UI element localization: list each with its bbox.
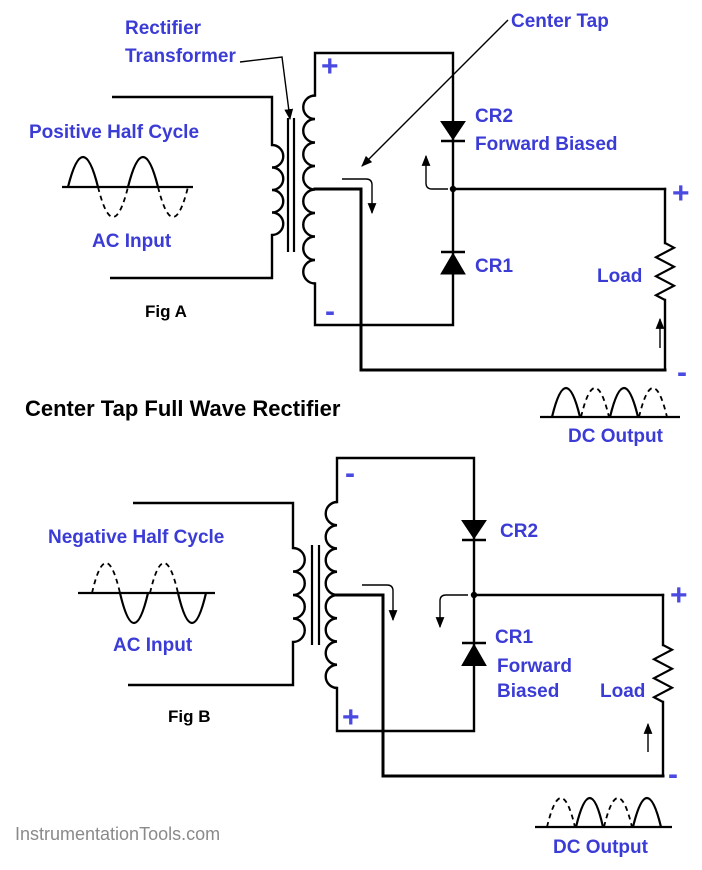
fig-b-diode-cr1 xyxy=(461,643,487,666)
fig-a-transformer-core xyxy=(286,118,296,252)
fig-a-secondary-top-polarity: + xyxy=(321,50,339,83)
fig-a-circuit: Rectifier Transformer Center Tap Positiv… xyxy=(29,11,690,447)
fig-b-circuit: Negative Half Cycle AC Input Fig B CR2 C… xyxy=(48,456,688,858)
fig-a-center-tap-label: Center Tap xyxy=(511,11,609,32)
fig-a-primary-winding xyxy=(110,95,285,280)
fig-b-current-arrow-center-tap xyxy=(362,584,398,622)
fig-b-cr2-label: CR2 xyxy=(500,521,538,542)
page-title: Center Tap Full Wave Rectifier xyxy=(25,396,341,421)
fig-a-load-label: Load xyxy=(597,266,642,287)
fig-a-junction-dot xyxy=(449,185,457,193)
fig-a-cr1-label: CR1 xyxy=(475,256,513,277)
fig-a-ac-input-label: AC Input xyxy=(92,231,172,252)
fig-b-output-top-polarity: + xyxy=(670,579,688,612)
fig-a-diode-cr2 xyxy=(440,121,466,141)
fig-a-caption: Fig A xyxy=(145,302,187,321)
fig-a-transformer-label-line2: Transformer xyxy=(125,46,236,67)
fig-b-secondary-top-polarity: - xyxy=(345,457,355,490)
fig-b-diode-cr2 xyxy=(461,520,487,540)
fig-b-cr1-state-line2: Biased xyxy=(497,681,559,702)
fig-b-ac-wave-dashed xyxy=(91,562,179,594)
fig-b-ac-input-label: AC Input xyxy=(113,635,193,656)
fig-b-current-arrow-junction xyxy=(435,594,468,629)
fig-b-ac-wave-solid xyxy=(118,592,208,625)
fig-a-center-tap-pointer-arrow xyxy=(361,19,509,167)
fig-b-transformer-core xyxy=(310,545,321,645)
fig-a-cr2-state-label: Forward Biased xyxy=(475,134,618,155)
fig-a-center-tap-wire xyxy=(313,187,667,372)
fig-a-half-cycle-label: Positive Half Cycle xyxy=(29,122,199,143)
fig-b-caption: Fig B xyxy=(168,707,211,726)
fig-a-output-bottom-polarity: - xyxy=(677,356,687,389)
fig-a-current-arrow-up xyxy=(421,154,448,190)
fig-b-secondary-bottom-polarity: + xyxy=(342,701,360,734)
fig-b-cr1-state-line1: Forward xyxy=(497,656,572,677)
fig-a-ac-wave-solid xyxy=(66,155,160,188)
fig-b-center-tap-wire xyxy=(335,593,665,778)
fig-a-cr2-label: CR2 xyxy=(475,106,513,127)
fig-b-cr1-label: CR1 xyxy=(495,627,533,648)
fig-a-ac-wave-dashed xyxy=(97,186,189,218)
fig-b-output-bottom-polarity: - xyxy=(668,758,678,791)
watermark: InstrumentationTools.com xyxy=(15,824,220,844)
fig-a-dc-output-label: DC Output xyxy=(568,426,664,447)
fig-a-dc-wave-dashed xyxy=(580,387,668,418)
fig-b-load-resistor xyxy=(651,644,675,703)
fig-b-secondary-winding xyxy=(324,500,338,690)
fig-a-secondary-winding xyxy=(302,94,316,285)
fig-a-load-resistor xyxy=(653,242,677,301)
fig-a-secondary-bottom-polarity: - xyxy=(325,295,335,328)
fig-a-output-top-polarity: + xyxy=(672,177,690,210)
fig-a-current-arrow-down xyxy=(342,178,377,215)
fig-a-transformer-label-line1: Rectifier xyxy=(125,18,202,39)
fig-a-transformer-pointer-arrow xyxy=(239,56,294,121)
fig-b-half-cycle-label: Negative Half Cycle xyxy=(48,527,224,548)
fig-b-dc-output-label: DC Output xyxy=(553,837,649,858)
fig-b-load-label: Load xyxy=(600,681,645,702)
fig-b-dc-wave-solid xyxy=(574,796,663,828)
fig-a-dc-wave-solid xyxy=(550,386,640,418)
fig-b-junction-dot xyxy=(470,591,478,599)
fig-b-primary-winding xyxy=(128,501,306,687)
fig-a-diode-cr1 xyxy=(440,252,466,275)
fig-b-dc-wave-dashed xyxy=(546,797,633,828)
